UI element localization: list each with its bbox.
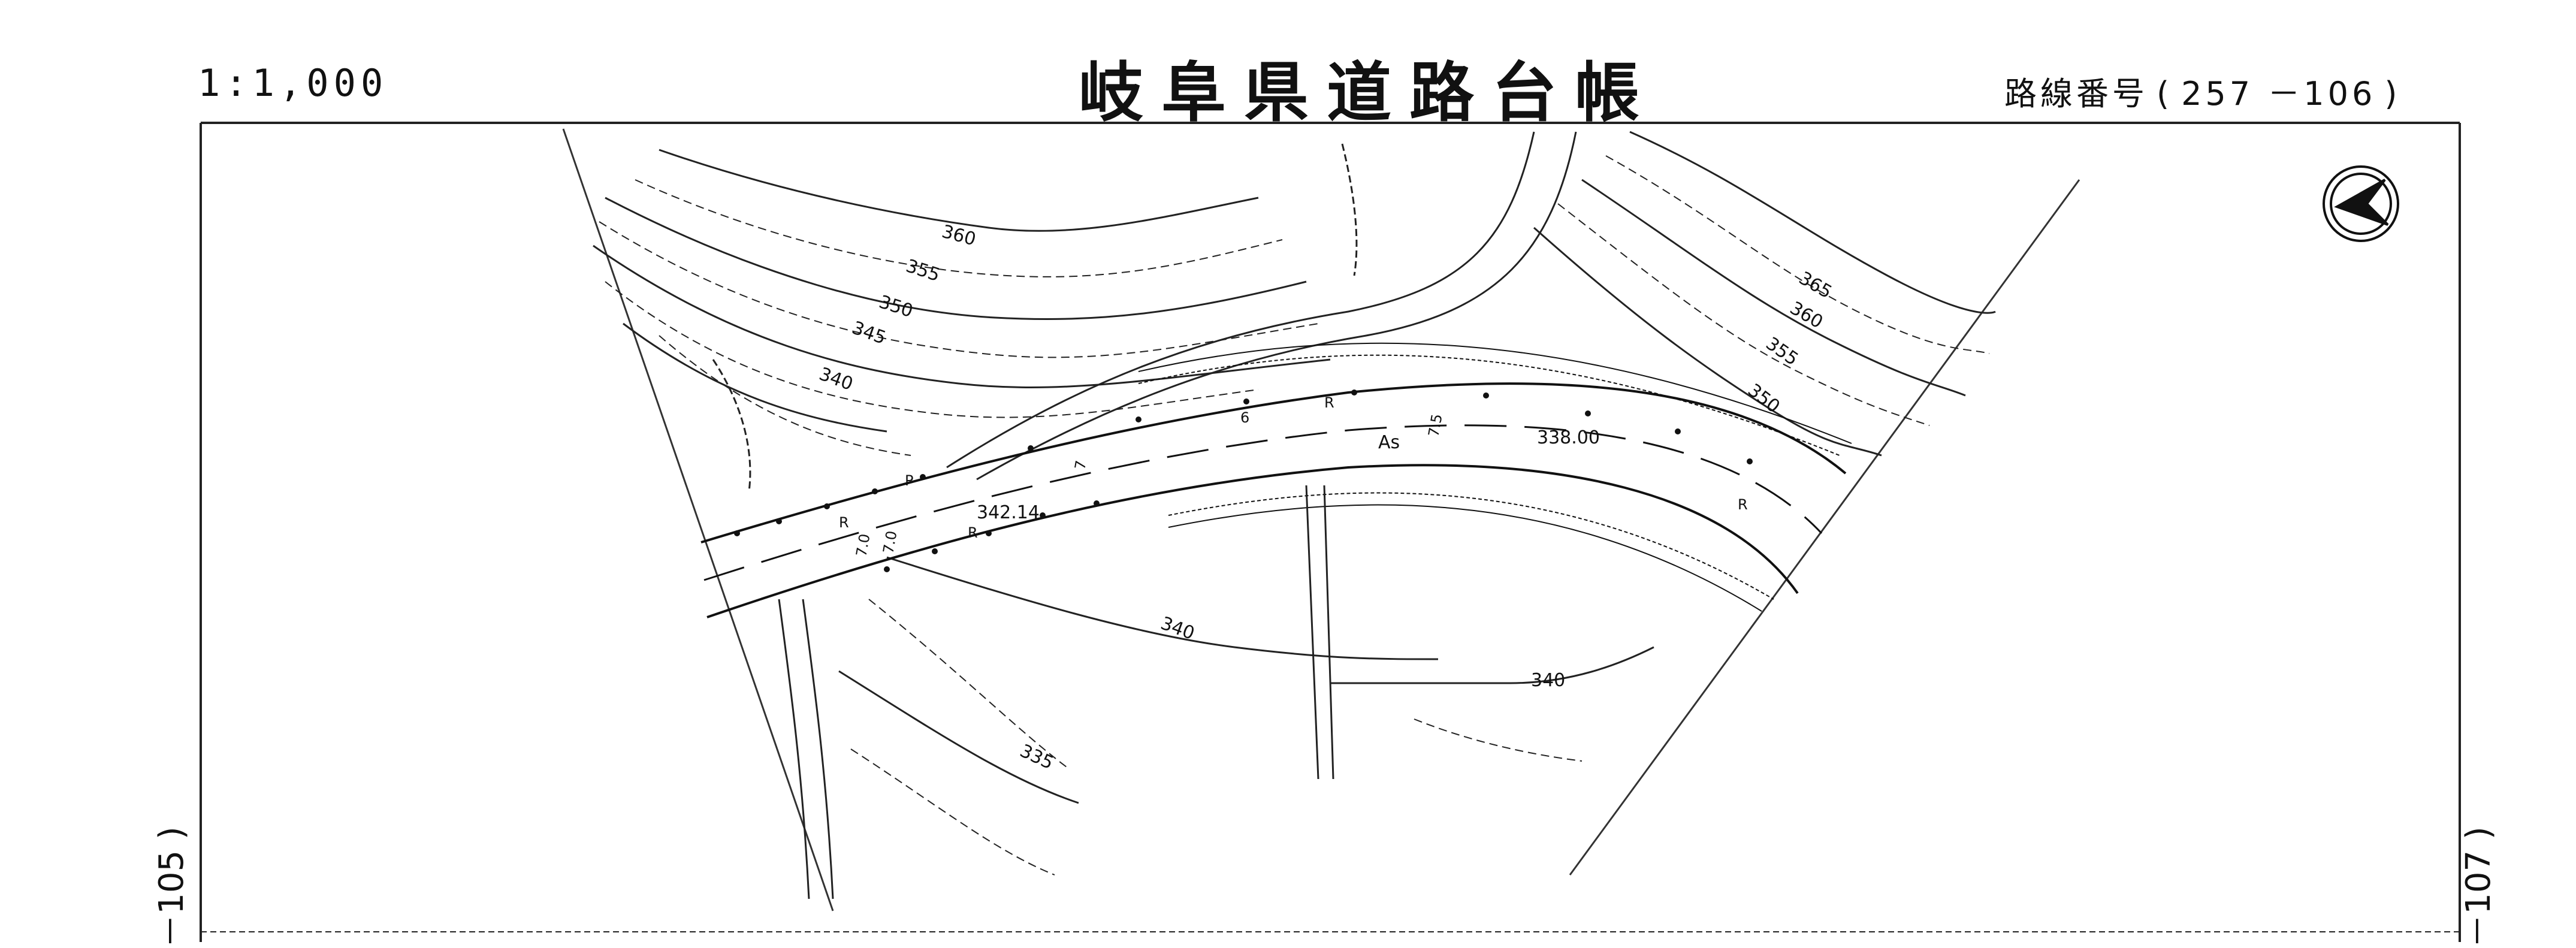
road-width-label-d: 6	[1240, 409, 1249, 426]
contour-label-350: 350	[877, 291, 916, 322]
route-number-header: 路線番号(257 －106)	[2004, 75, 2401, 113]
contour-label-340-lower: 340	[1158, 613, 1197, 644]
contour-label-355: 355	[904, 255, 943, 286]
road-elevation-right: 338.00	[1537, 427, 1600, 448]
contour-lines-right	[1533, 131, 1996, 457]
contour-label-355-right: 355	[1762, 333, 1802, 370]
road-surface-label: As	[1378, 432, 1400, 453]
drainage-channel	[1305, 485, 1334, 780]
road-markers	[734, 390, 1753, 572]
road-width-label-b: 7.0	[880, 530, 900, 555]
road-width-label-c: 7.5	[1425, 413, 1445, 438]
contour-label-365: 365	[1795, 268, 1835, 303]
contour-label-335: 335	[1017, 741, 1057, 774]
scale-label: 1:1,000	[198, 61, 388, 105]
road-mark-r-2: R	[968, 524, 978, 541]
road-width-label-a: 7.0	[853, 533, 873, 558]
contour-label-340-top: 340	[816, 364, 856, 395]
contour-label-350-right: 350	[1744, 380, 1784, 418]
contour-label-340-bottom: 340	[1531, 670, 1565, 691]
contour-lines-lower	[838, 556, 1654, 875]
road-mark-r-3: R	[1324, 394, 1334, 411]
road-mark-r-4: R	[1738, 496, 1748, 513]
sheet-frame	[200, 122, 2461, 942]
main-road	[700, 342, 1852, 618]
north-arrow-icon	[2323, 165, 2399, 242]
contour-lines-upper	[593, 149, 1331, 456]
survey-area-boundary	[562, 128, 2080, 911]
sheet-title: 岐阜県道路台帳	[1079, 56, 1658, 131]
route-number-label: 路線番号	[2004, 75, 2148, 113]
road-mark-r-1: R	[839, 514, 849, 531]
side-road	[946, 131, 1577, 481]
road-width-label-e: 7	[1071, 459, 1089, 471]
route-number-value: 257 －106	[2181, 75, 2376, 113]
contour-label-345: 345	[849, 318, 889, 349]
road-mark-p: P	[905, 472, 913, 489]
left-stream	[712, 359, 834, 899]
road-elevation-left: 342.14	[977, 502, 1040, 523]
